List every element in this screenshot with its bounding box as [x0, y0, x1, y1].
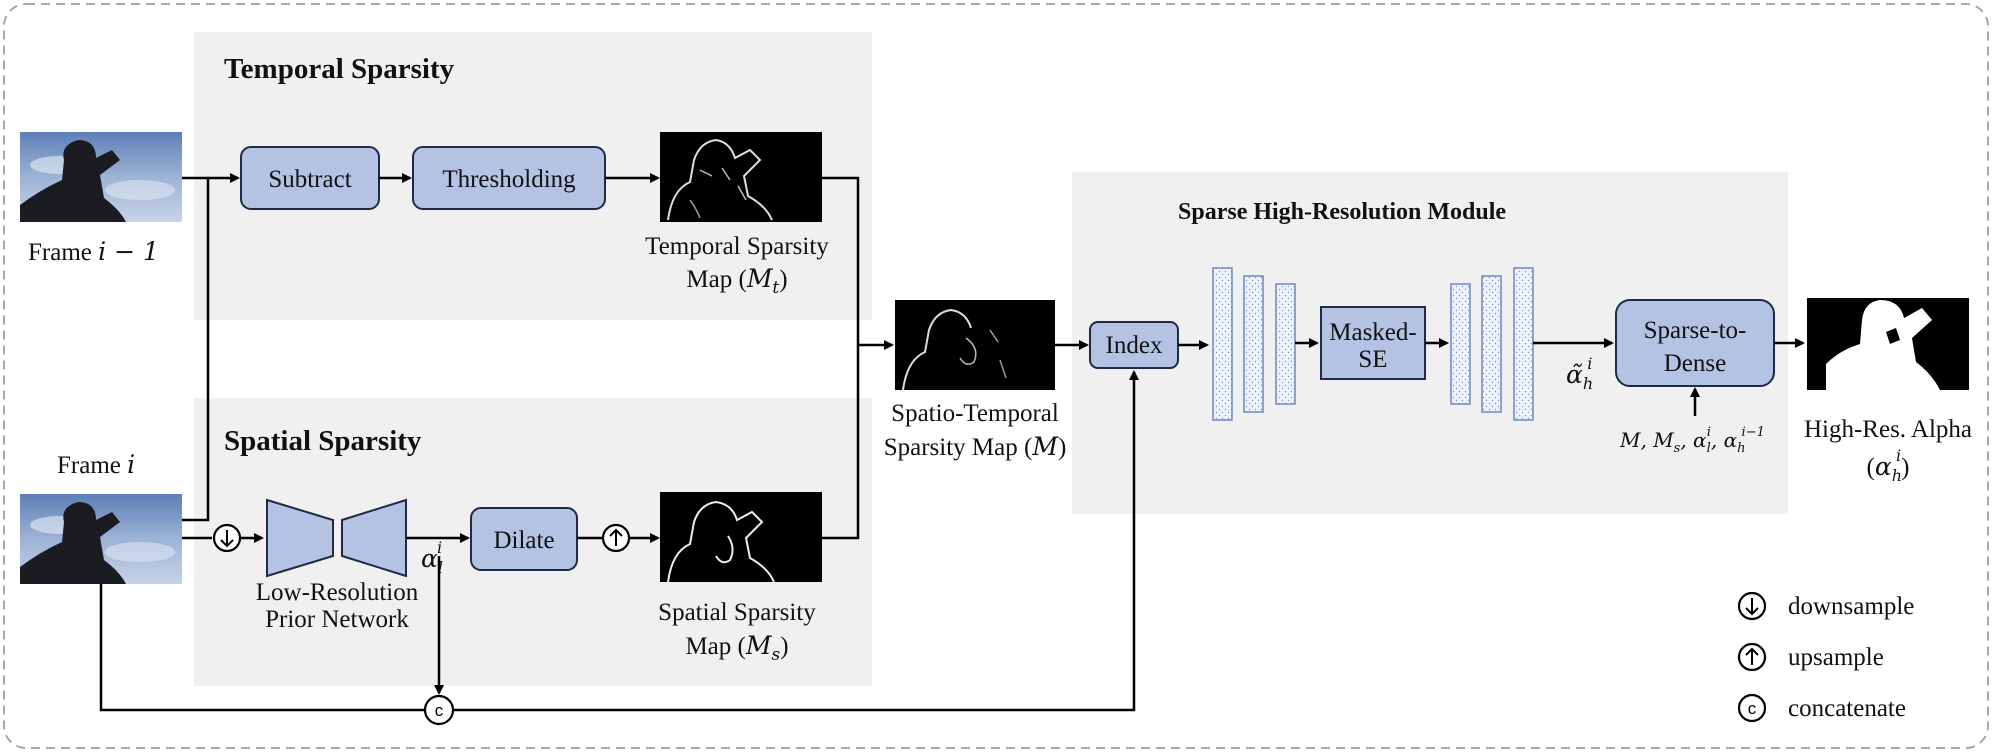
sparse-to-dense-label-1: Sparse-to- — [1644, 317, 1747, 344]
feature-block-dec-3 — [1513, 267, 1534, 421]
sparse-to-dense-label-2: Dense — [1664, 350, 1726, 377]
temporal-map-label-2: Map (Mt) — [686, 264, 787, 298]
frame-cur-image — [20, 494, 182, 584]
high-res-alpha-label-1: High-Res. Alpha — [1804, 416, 1972, 443]
frame-prev-image — [20, 132, 182, 222]
st-map-label-2: Sparsity Map (M) — [884, 432, 1067, 461]
feature-block-enc-2 — [1243, 275, 1264, 413]
masked-se-block — [1320, 306, 1426, 380]
legend: downsample upsample c concatenate — [1737, 591, 1914, 723]
masked-se-label-2: SE — [1358, 346, 1387, 373]
legend-downsample-label: downsample — [1788, 593, 1914, 620]
feature-block-dec-2 — [1481, 275, 1502, 413]
high-res-alpha-image — [1807, 298, 1969, 390]
feature-block-dec-1 — [1450, 283, 1471, 405]
high-res-alpha-label-2: (αhi) — [1867, 446, 1910, 485]
alpha-l-label: αli — [421, 538, 443, 577]
temporal-sparsity-map-image — [660, 132, 822, 222]
spatial-sparsity-map-image — [660, 492, 822, 583]
alpha-tilde-label: α̃hi — [1566, 354, 1593, 393]
lr-network-label-1: Low-Resolution — [256, 579, 419, 606]
spatio-temporal-map-image — [895, 300, 1055, 391]
masked-se-label-1: Masked- — [1329, 319, 1416, 346]
outer-border — [3, 3, 1989, 749]
sparse-to-dense-inputs-label: M, Ms, αli, αhi−1 — [1619, 425, 1765, 456]
feature-block-enc-3 — [1275, 283, 1296, 405]
legend-concatenate-label: concatenate — [1788, 695, 1906, 722]
temporal-title: Temporal Sparsity — [224, 53, 455, 85]
dilate-label: Dilate — [493, 527, 554, 554]
st-map-label-1: Spatio-Temporal — [891, 400, 1059, 427]
spatial-map-label-1: Spatial Sparsity — [658, 599, 816, 626]
subtract-label: Subtract — [268, 166, 351, 193]
temporal-map-label-1: Temporal Sparsity — [645, 233, 829, 260]
lr-network-label-2: Prior Network — [265, 606, 409, 633]
legend-upsample-label: upsample — [1788, 644, 1884, 671]
frame-prev-label: Frame i − 1 — [28, 237, 159, 266]
legend-concatenate-icon — [1737, 693, 1767, 723]
spatial-map-label-2: Map (Ms) — [685, 631, 788, 665]
concatenate-symbol: c — [435, 701, 444, 720]
legend-concatenate-symbol: c — [1748, 699, 1757, 718]
thresholding-label: Thresholding — [442, 166, 576, 193]
frame-cur-label: Frame i — [57, 450, 135, 479]
sparse-module-title: Sparse High-Resolution Module — [1178, 199, 1506, 225]
low-resolution-prior-network — [266, 498, 407, 578]
spatial-title: Spatial Sparsity — [224, 425, 422, 457]
index-label: Index — [1106, 332, 1163, 359]
feature-block-enc-1 — [1212, 267, 1233, 421]
